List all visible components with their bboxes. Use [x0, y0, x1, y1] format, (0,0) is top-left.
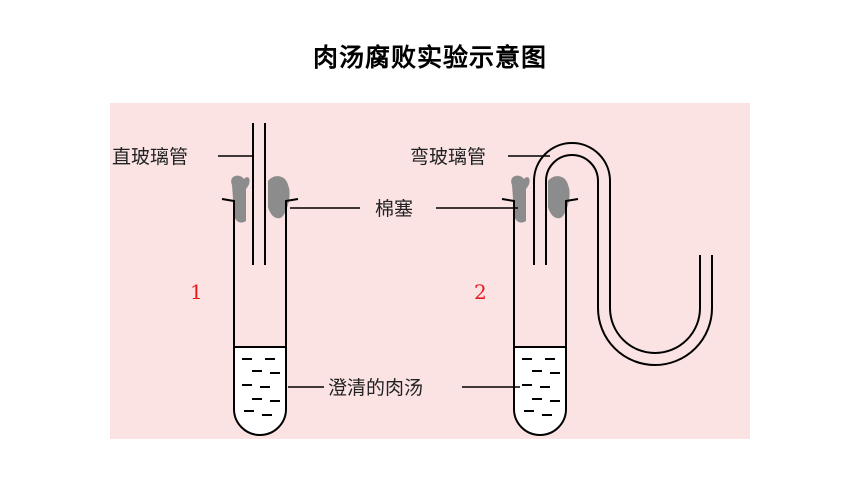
- experiment-diagram: 直玻璃管 弯玻璃管 棉塞 澄清的肉汤 1 2: [112, 123, 713, 436]
- test-tube-2: [501, 198, 579, 436]
- setup-1: [221, 123, 299, 436]
- bent-glass-tube-inner: [545, 154, 713, 366]
- label-clear-broth: 澄清的肉汤: [328, 377, 423, 399]
- setup-number-1: 1: [190, 280, 203, 304]
- test-tube-1: [221, 198, 299, 436]
- label-cotton-plug: 棉塞: [375, 198, 413, 220]
- bent-glass-tube-outer: [533, 142, 701, 354]
- label-straight-tube: 直玻璃管: [112, 146, 188, 168]
- page-title: 肉汤腐败实验示意图: [312, 43, 547, 72]
- broth-dashes-1: [242, 358, 280, 416]
- cotton-plug-2-left: [511, 175, 530, 223]
- cotton-plug-1-right: [268, 176, 290, 219]
- cotton-plug-1-left: [231, 175, 250, 223]
- setup-2: [501, 142, 713, 436]
- broth-dashes-2: [522, 358, 560, 416]
- setup-number-2: 2: [474, 280, 487, 304]
- broth-liquid-2: [514, 347, 566, 435]
- leader-lines: [218, 155, 550, 388]
- cotton-plug-2-right: [548, 176, 570, 219]
- broth-liquid-1: [234, 347, 286, 435]
- label-bent-tube: 弯玻璃管: [410, 146, 486, 168]
- diagram-panel: 直玻璃管 弯玻璃管 棉塞 澄清的肉汤 1 2: [110, 103, 750, 439]
